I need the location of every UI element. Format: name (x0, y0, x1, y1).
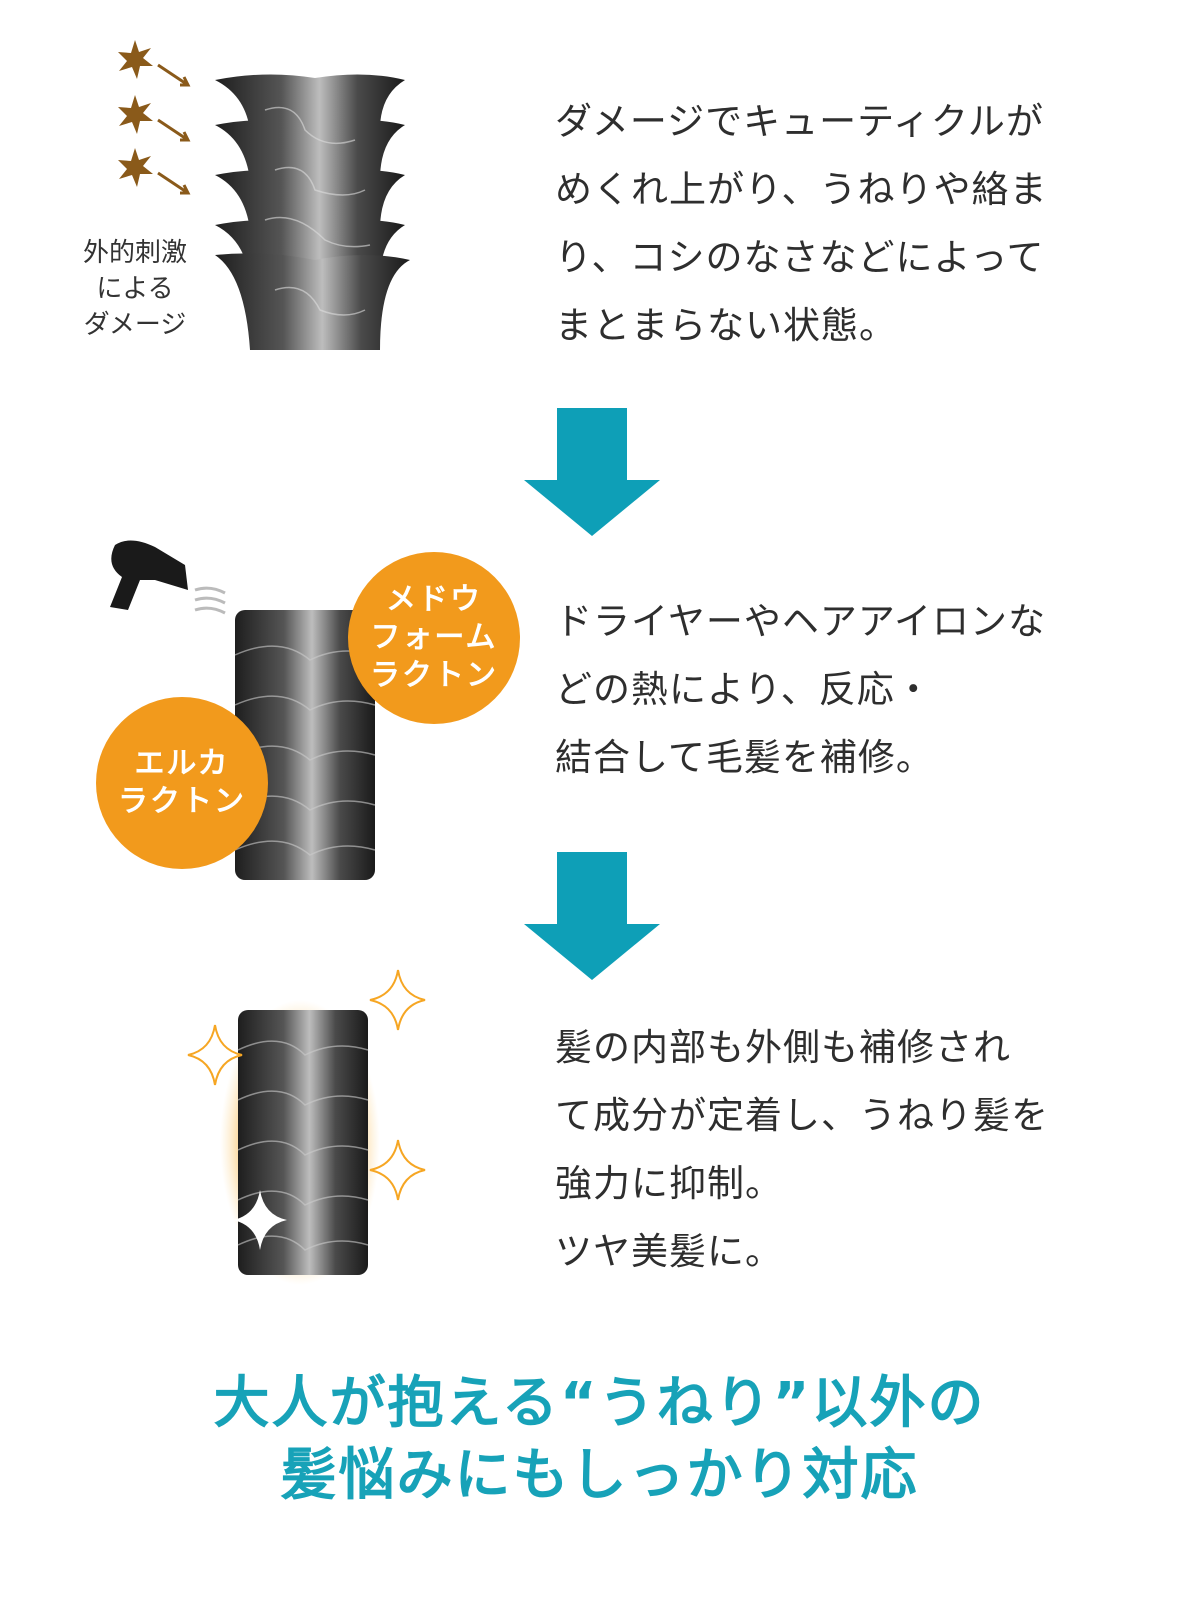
badge-line: メドウ (386, 582, 482, 617)
description-line: ドライヤーやヘアアイロンな (555, 600, 1047, 643)
badge-line: フォーム (370, 620, 498, 655)
description-line: ダメージでキューティクルが (555, 100, 1044, 143)
description-line: り、コシのなさなどによって (555, 236, 1045, 279)
down-arrow-icon (524, 408, 660, 536)
step-3-description: 髪の内部も外側も補修され て成分が定着し、うねり髪を 強力に抑制。 ツヤ美髪に。 (555, 1014, 1049, 1286)
description-line: まとまらない状態。 (555, 304, 897, 347)
badge-line: エルカ (134, 746, 230, 781)
description-line: めくれ上がり、うねりや絡ま (555, 168, 1048, 211)
badge-line: ラクトン (118, 784, 246, 819)
damage-label-line: 外的刺激 (82, 238, 187, 268)
description-line: 強力に抑制。 (555, 1162, 783, 1205)
damaged-hair-illustration (215, 74, 410, 350)
down-arrow-icon (524, 852, 660, 980)
healthy-hair-illustration (187, 969, 426, 1285)
description-line: て成分が定着し、うねり髪を (555, 1094, 1049, 1137)
ingredient-badge-meadowfoam: メドウ フォーム ラクトン (348, 552, 520, 724)
description-line: 髪の内部も外側も補修され (555, 1026, 1011, 1069)
headline: 大人が抱える“うねり”以外の 髪悩みにもしっかり対応 (0, 1368, 1199, 1512)
headline-line: 髪悩みにもしっかり対応 (280, 1443, 919, 1508)
description-line: どの熱により、反応・ (555, 668, 933, 711)
step-2-description: ドライヤーやヘアアイロンな どの熱により、反応・ 結合して毛髪を補修。 (555, 588, 1046, 792)
headline-line: 大人が抱える“うねり”以外の (213, 1371, 986, 1436)
damage-label: 外的刺激 による ダメージ (65, 235, 205, 343)
repairing-hair-illustration (234, 610, 376, 880)
ingredient-badge-erucalactone: エルカ ラクトン (96, 697, 268, 869)
damage-label-line: ダメージ (83, 310, 187, 340)
badge-line: ラクトン (370, 658, 498, 693)
step-1-description: ダメージでキューティクルが めくれ上がり、うねりや絡ま り、コシのなさなどによっ… (555, 88, 1048, 360)
description-line: ツヤ美髪に。 (555, 1230, 783, 1273)
sparkle-icon (187, 969, 426, 1250)
damage-stars-icon (118, 40, 191, 195)
damage-label-line: による (96, 274, 174, 304)
description-line: 結合して毛髪を補修。 (555, 736, 934, 779)
hair-dryer-icon (110, 540, 226, 615)
